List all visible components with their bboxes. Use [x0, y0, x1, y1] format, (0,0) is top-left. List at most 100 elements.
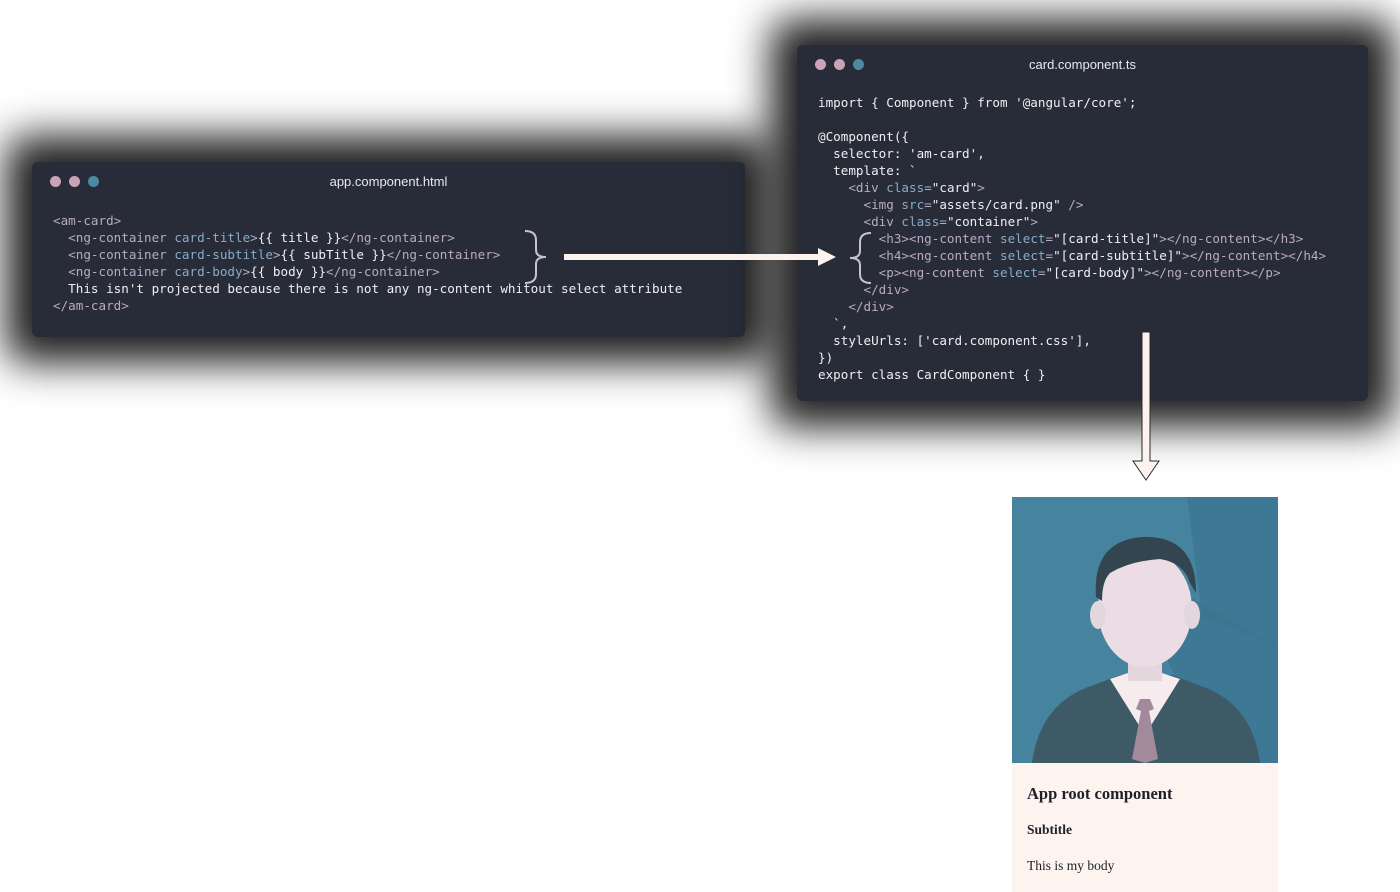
card-subtitle: Subtitle	[1027, 822, 1073, 837]
code-token: {{ title }}	[257, 230, 342, 245]
code-token: <ng-container	[68, 264, 175, 279]
code-line: import { Component } from '@angular/core…	[818, 94, 1326, 111]
code-token: import { Component } from '@angular/core…	[818, 95, 1137, 110]
code-line: <ng-container card-title>{{ title }}</ng…	[53, 229, 682, 246]
code-token: selector: 'am-card',	[818, 146, 985, 161]
code-token: </div>	[848, 299, 894, 314]
code-token: `,	[818, 316, 849, 331]
code-token: ></ng-content></h3>	[1159, 231, 1304, 246]
code-line: </am-card>	[53, 297, 682, 314]
code-token: @Component({	[818, 129, 909, 144]
code-token: =	[939, 214, 947, 229]
code-line: <h3><ng-content select="[card-title]"></…	[818, 230, 1326, 247]
right-brace-icon	[524, 230, 547, 284]
window-controls	[815, 59, 864, 70]
code-token: </ng-container>	[341, 230, 455, 245]
code-token: <ng-container	[68, 230, 175, 245]
code-token: <div	[848, 180, 887, 195]
code-line: <h4><ng-content select="[card-subtitle]"…	[818, 247, 1326, 264]
window-dot-icon	[69, 176, 80, 187]
code-token: styleUrls: ['card.component.css'],	[818, 333, 1091, 348]
code-token: template: `	[818, 163, 917, 178]
code-token: {{ body }}	[250, 264, 326, 279]
code-token: >	[272, 247, 281, 262]
code-line: styleUrls: ['card.component.css'],	[818, 332, 1326, 349]
code-token: This isn't projected because there is no…	[53, 281, 683, 296]
code-token: <ng-container	[68, 247, 175, 262]
code-line: </div>	[818, 281, 1326, 298]
code-line: <p><ng-content select="[card-body]"></ng…	[818, 264, 1326, 281]
window-titlebar: card.component.ts	[797, 45, 1368, 83]
code-line: </div>	[818, 298, 1326, 315]
code-token: =	[1045, 248, 1054, 263]
window-dot-icon	[834, 59, 845, 70]
code-line: <ng-container card-subtitle>{{ subTitle …	[53, 246, 682, 263]
code-block: <am-card> <ng-container card-title>{{ ti…	[53, 212, 682, 314]
code-line: export class CardComponent { }	[818, 366, 1326, 383]
code-token: <am-card>	[53, 213, 122, 228]
code-token: =	[924, 180, 932, 195]
code-block: import { Component } from '@angular/core…	[818, 94, 1326, 383]
code-token: <div	[863, 214, 902, 229]
app-component-window: app.component.html <am-card> <ng-contain…	[32, 162, 745, 337]
code-token: =	[1037, 265, 1046, 280]
code-token: ></ng-content></p>	[1144, 265, 1281, 280]
code-token: export class CardComponent { }	[818, 367, 1046, 382]
card-title: App root component	[1027, 784, 1173, 803]
code-token: card-body	[174, 264, 243, 279]
code-line: selector: 'am-card',	[818, 145, 1326, 162]
code-line: })	[818, 349, 1326, 366]
window-dot-icon	[853, 59, 864, 70]
code-token: </ng-container>	[326, 264, 440, 279]
code-token: </am-card>	[53, 298, 129, 313]
code-token: ></ng-content></h4>	[1182, 248, 1327, 263]
code-token: >	[1030, 214, 1038, 229]
window-dot-icon	[815, 59, 826, 70]
code-token: src	[901, 197, 925, 212]
code-line: <div class="card">	[818, 179, 1326, 196]
code-token: class	[901, 214, 940, 229]
code-token: card-title	[174, 230, 251, 245]
code-token: <h4><ng-content	[878, 248, 1000, 263]
code-token: select	[992, 265, 1038, 280]
code-line: @Component({	[818, 128, 1326, 145]
code-token: "container"	[946, 214, 1031, 229]
window-controls	[50, 176, 99, 187]
code-token: </ng-container>	[386, 247, 501, 262]
code-token: card-subtitle	[174, 247, 273, 262]
code-token: =	[1045, 231, 1054, 246]
code-line: <am-card>	[53, 212, 682, 229]
card-body: This is my body	[1027, 858, 1115, 873]
card-component-window: card.component.ts import { Component } f…	[797, 45, 1368, 401]
code-token: <img	[863, 197, 902, 212]
code-token: "[card-title]"	[1053, 231, 1160, 246]
code-token: "assets/card.png"	[931, 197, 1061, 212]
right-arrow-icon	[564, 248, 836, 266]
window-titlebar: app.component.html	[32, 162, 745, 200]
window-title: app.component.html	[329, 174, 448, 189]
code-token: {{ subTitle }}	[280, 247, 387, 262]
code-token: <h3><ng-content	[878, 231, 1000, 246]
window-dot-icon	[88, 176, 99, 187]
code-line: <img src="assets/card.png" />	[818, 196, 1326, 213]
code-line: template: `	[818, 162, 1326, 179]
code-token: "card"	[931, 180, 978, 195]
window-title: card.component.ts	[1029, 57, 1136, 72]
code-line: `,	[818, 315, 1326, 332]
code-token: >	[250, 230, 258, 245]
code-token: <p><ng-content	[878, 265, 993, 280]
code-token: >	[977, 180, 985, 195]
down-arrow-icon	[1132, 331, 1160, 481]
person-avatar-icon	[1012, 497, 1278, 763]
code-token: "[card-subtitle]"	[1053, 248, 1182, 263]
code-token: />	[1060, 197, 1084, 212]
code-line: This isn't projected because there is no…	[53, 280, 682, 297]
code-line: <div class="container">	[818, 213, 1326, 230]
code-token: </div>	[863, 282, 910, 297]
code-token: select	[1000, 248, 1046, 263]
code-token: =	[924, 197, 932, 212]
code-token: class	[886, 180, 925, 195]
code-token: select	[1000, 231, 1046, 246]
code-line: <ng-container card-body>{{ body }}</ng-c…	[53, 263, 682, 280]
